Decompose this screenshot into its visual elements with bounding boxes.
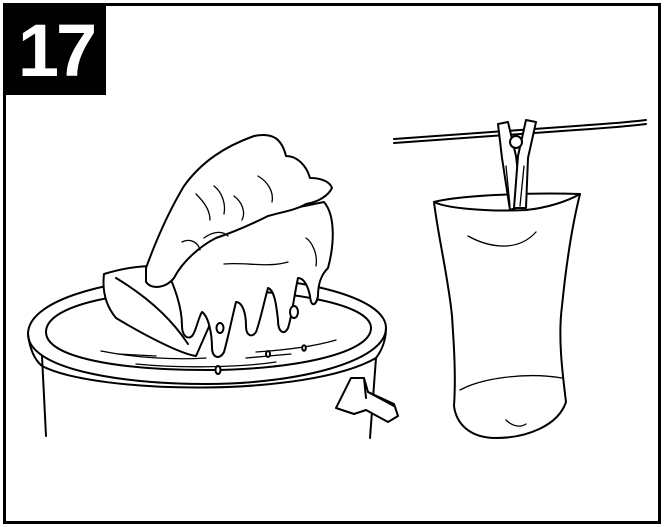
instruction-panel: 17 bbox=[3, 3, 661, 524]
filter-hanging-on-line-to-dry-icon bbox=[394, 120, 646, 438]
hand-washing-filter-in-basin-icon bbox=[28, 135, 398, 438]
step-illustration bbox=[6, 6, 658, 521]
